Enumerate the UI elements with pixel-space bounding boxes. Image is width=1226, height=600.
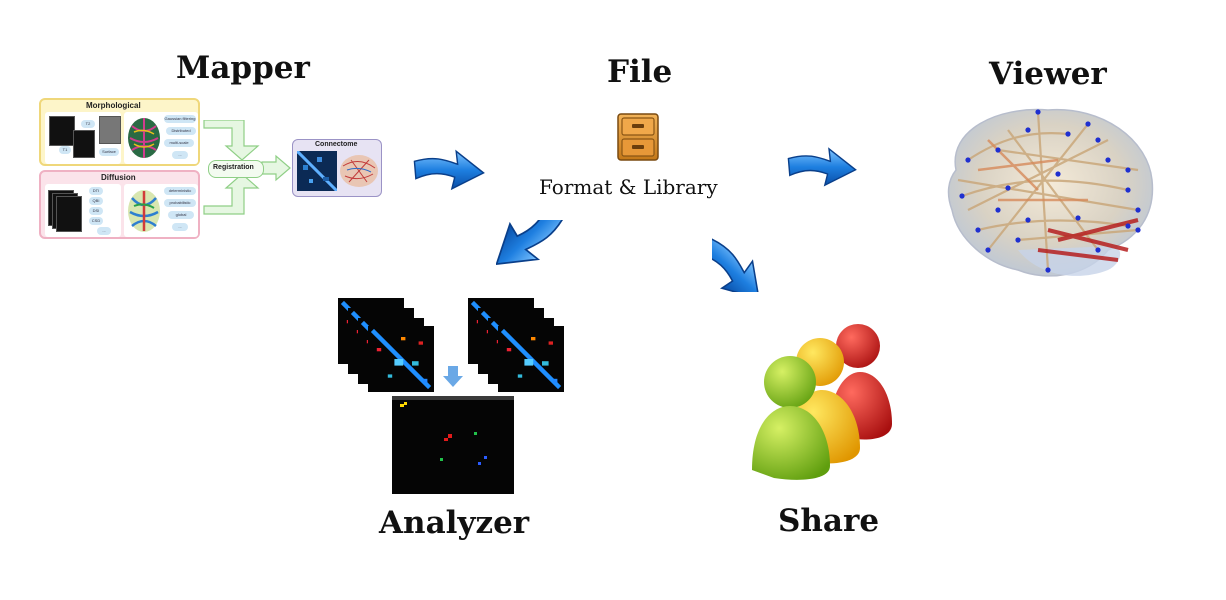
morph-pill: ... — [172, 151, 188, 159]
arrow-file-to-share — [712, 230, 776, 292]
tractography-brain-icon — [128, 190, 160, 232]
morph-pipeline: Gaussian filtering Distributed multi-sca… — [124, 112, 198, 164]
users-group-icon — [752, 324, 892, 480]
diff-pill: deterministic — [164, 187, 196, 195]
viewer-heading: Viewer — [989, 56, 1107, 92]
mapper-figure: Morphological T2 T1 Surface Gaussian fil… — [38, 96, 384, 241]
matrix-stack-left — [368, 326, 434, 392]
morph-pill: Distributed — [166, 127, 196, 135]
diff-scan-label: DSI — [89, 207, 103, 215]
diffusion-title: Diffusion — [101, 173, 136, 182]
diff-pill: global — [168, 211, 194, 219]
morphological-title: Morphological — [86, 101, 141, 110]
brain-mesh-icon — [128, 118, 160, 158]
arrow-file-to-analyzer — [496, 220, 575, 284]
registration-box: Registration — [208, 160, 264, 178]
diff-scan-label: QBI — [89, 197, 103, 205]
connectome-panel: Connectome — [292, 139, 382, 197]
file-caption: Format & Library — [539, 175, 718, 199]
file-cabinet-icon — [617, 113, 659, 161]
diffusion-panel: Diffusion DTI QBI DSI CSD ... determinis… — [39, 170, 200, 239]
morphological-panel: Morphological T2 T1 Surface Gaussian fil… — [39, 98, 200, 166]
morph-scan-label: T2 — [81, 120, 95, 128]
connectivity-matrix-icon — [297, 151, 337, 191]
analyzer-figure — [336, 296, 576, 496]
connectome-brain-icon — [340, 155, 378, 187]
file-heading: File — [607, 54, 673, 90]
morph-scans: T2 T1 Surface — [45, 112, 121, 164]
down-arrow-icon — [443, 366, 463, 387]
diff-scan-label: ... — [97, 227, 111, 235]
mapper-heading: Mapper — [176, 50, 310, 86]
matrix-stack-right — [498, 326, 564, 392]
diff-pill: probabilistic — [164, 199, 196, 207]
registration-label: Registration — [213, 164, 254, 171]
arrow-mapper-to-file — [413, 148, 485, 192]
analyzer-heading: Analyzer — [379, 505, 530, 541]
morph-scan-label: Surface — [99, 148, 119, 156]
brain-network-viewer — [947, 108, 1154, 277]
arrow-file-to-viewer — [787, 146, 857, 188]
connectome-title: Connectome — [315, 141, 358, 148]
registration-flow-arrows — [203, 120, 291, 215]
diff-scan-label: DTI — [89, 187, 103, 195]
share-heading: Share — [778, 503, 880, 539]
result-matrix — [392, 396, 514, 494]
diff-scan-label: CSD — [89, 217, 103, 225]
morph-scan-label: T1 — [59, 146, 71, 154]
morph-pill: Gaussian filtering — [164, 115, 196, 123]
diff-pill: ... — [172, 223, 188, 231]
diff-scans: DTI QBI DSI CSD ... — [45, 184, 121, 237]
morph-pill: multi-scale — [164, 139, 194, 147]
diff-pipeline: deterministic probabilistic global ... — [124, 184, 198, 237]
